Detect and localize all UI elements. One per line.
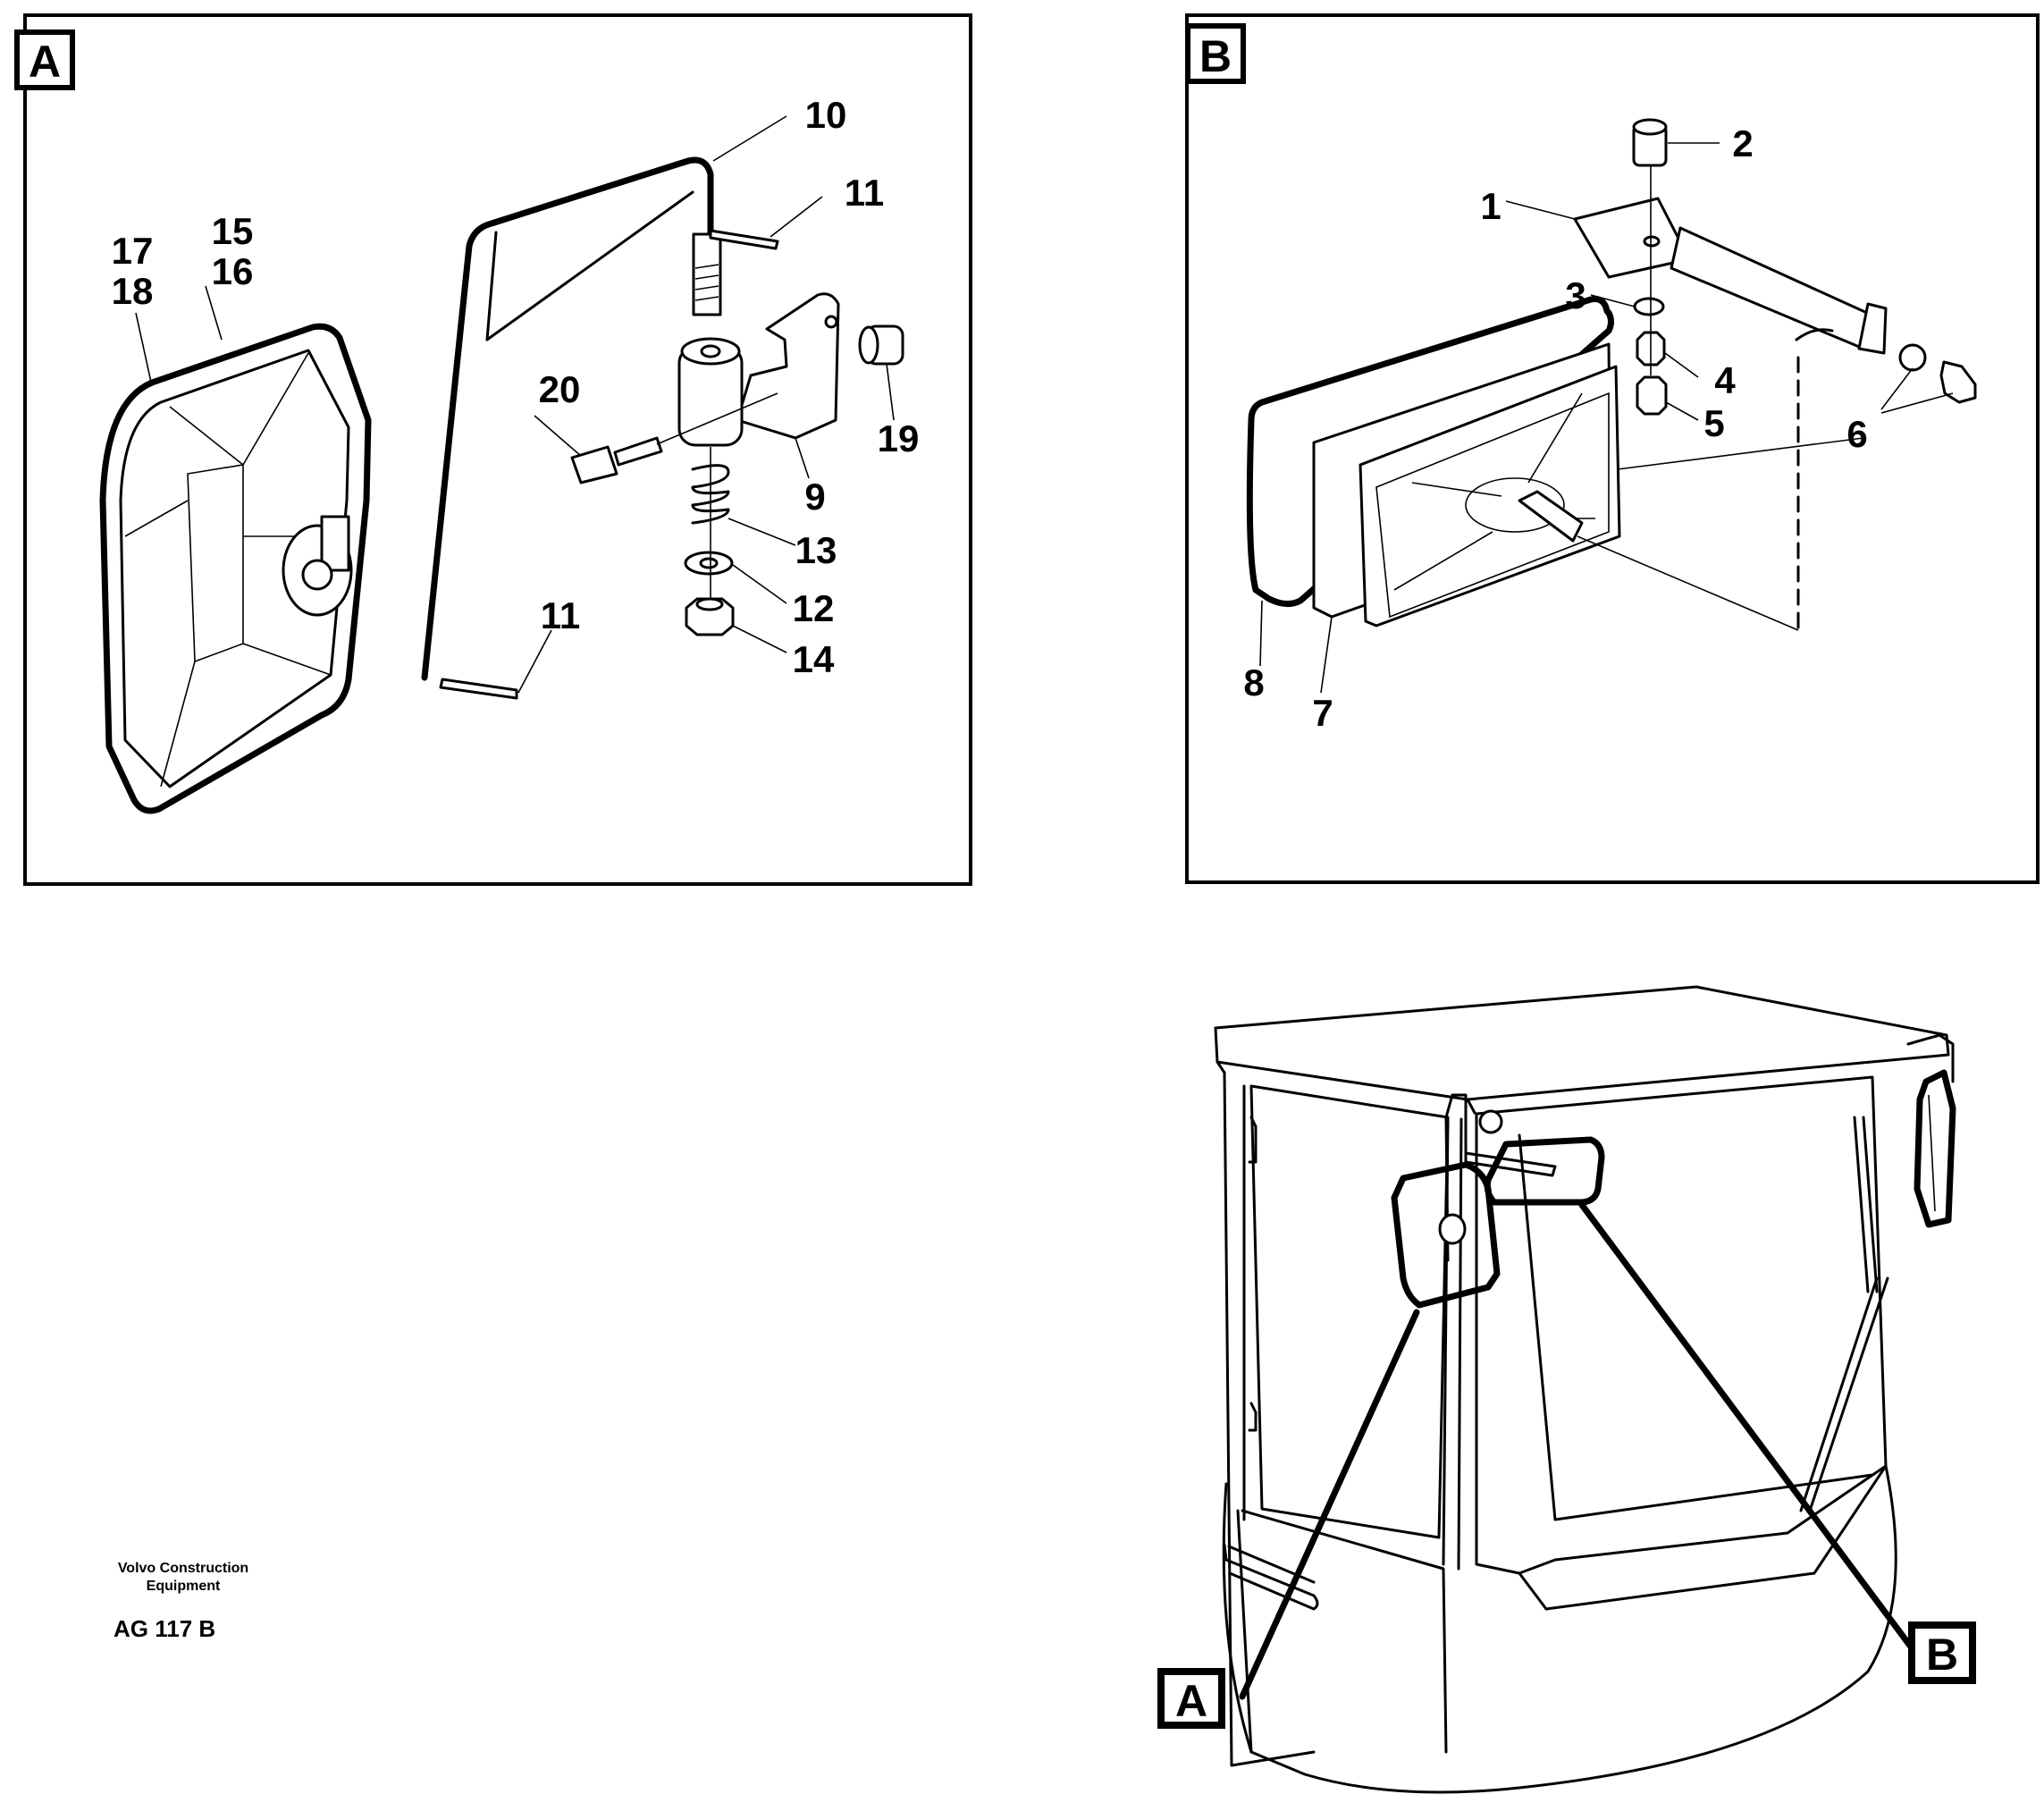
nut-5: [1636, 375, 1668, 416]
panel-a-badge-letter: A: [29, 37, 61, 87]
washer-nut-6: [1898, 343, 1977, 404]
spring-13: [691, 464, 730, 525]
label-2: 2: [1732, 122, 1753, 164]
panel-b: B: [1185, 13, 2040, 884]
panel-a-frame: [23, 13, 972, 886]
mirror-head-b: [1246, 296, 1799, 631]
spacer-2: [1632, 118, 1668, 167]
label-7: 7: [1312, 692, 1333, 734]
label-16: 16: [212, 250, 254, 292]
label-12: 12: [793, 587, 835, 629]
drawing-code: AG 117 B: [114, 1615, 216, 1642]
cab-overview: [1214, 985, 1956, 1794]
nut-14: [685, 597, 735, 636]
bushing-19: [858, 324, 904, 366]
callout-a: A: [1157, 1668, 1225, 1729]
label-18: 18: [112, 270, 154, 312]
washer-12: [684, 551, 734, 576]
label-1: 1: [1480, 185, 1501, 227]
panel-b-leaders: [1259, 142, 1954, 694]
panel-a: A: [14, 13, 972, 886]
footer-block: Volvo Construction Equipment AG 117 B: [94, 1560, 273, 1643]
label-17: 17: [112, 230, 154, 272]
label-13: 13: [795, 529, 837, 571]
label-5: 5: [1703, 402, 1724, 444]
callout-b-letter: B: [1926, 1630, 1958, 1680]
mirror-head-a: [99, 323, 372, 814]
washer-3: [1633, 297, 1665, 316]
label-4: 4: [1714, 359, 1736, 401]
label-20: 20: [539, 368, 581, 410]
panel-b-badge-letter: B: [1199, 31, 1232, 81]
label-10: 10: [805, 94, 847, 136]
panel-a-leaders: [135, 115, 895, 694]
label-14: 14: [793, 638, 835, 680]
company-name-line2: Equipment: [146, 1579, 221, 1594]
label-6: 6: [1846, 413, 1867, 455]
company-name-line1: Volvo Construction: [117, 1561, 249, 1576]
label-8: 8: [1243, 661, 1264, 703]
mirror-arm-10: [421, 156, 722, 681]
label-11-bottom: 11: [541, 594, 580, 636]
panel-a-badge: A: [14, 29, 75, 90]
bracket-9: [677, 292, 840, 447]
label-19: 19: [878, 417, 920, 459]
panel-b-badge: B: [1185, 23, 1246, 84]
callout-b: B: [1908, 1621, 1976, 1684]
label-11-top: 11: [845, 172, 884, 214]
label-15: 15: [212, 210, 254, 252]
pins-11: [439, 229, 779, 700]
bracket-arm-1: [1573, 197, 1888, 355]
label-3: 3: [1565, 274, 1586, 316]
callout-a-letter: A: [1175, 1676, 1207, 1726]
bolt-20: [570, 392, 778, 484]
label-9: 9: [804, 476, 825, 518]
panel-b-frame: [1185, 13, 2040, 884]
